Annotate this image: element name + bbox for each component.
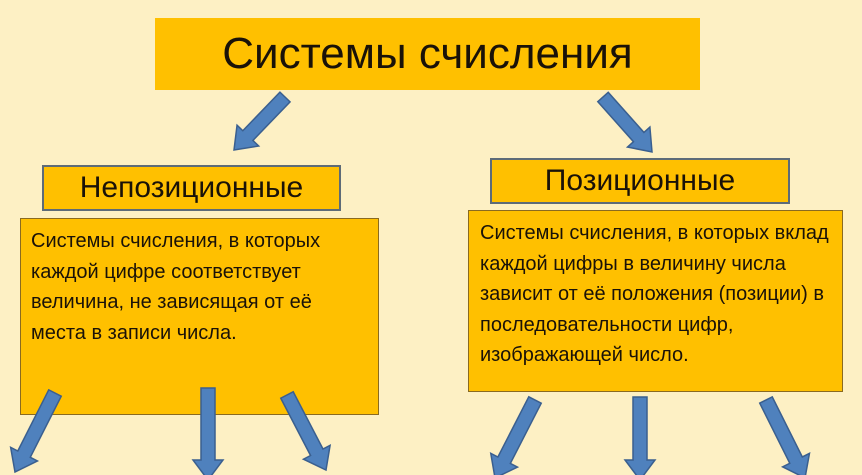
arrow-icon	[9, 388, 63, 474]
diagram-title: Системы счисления	[155, 18, 700, 90]
arrow-icon	[279, 390, 332, 472]
non-positional-header: Непозиционные	[42, 165, 341, 211]
positional-header: Позиционные	[490, 158, 790, 204]
arrow-icon	[191, 387, 225, 475]
non-positional-description: Системы счисления, в которых каждой цифр…	[20, 218, 379, 415]
arrow-icon	[623, 396, 657, 475]
arrow-icon	[596, 91, 653, 153]
arrow-icon	[489, 395, 543, 475]
arrow-icon	[233, 91, 292, 151]
arrow-icon	[758, 395, 811, 475]
positional-description: Системы счисления, в которых вклад каждо…	[468, 210, 843, 392]
